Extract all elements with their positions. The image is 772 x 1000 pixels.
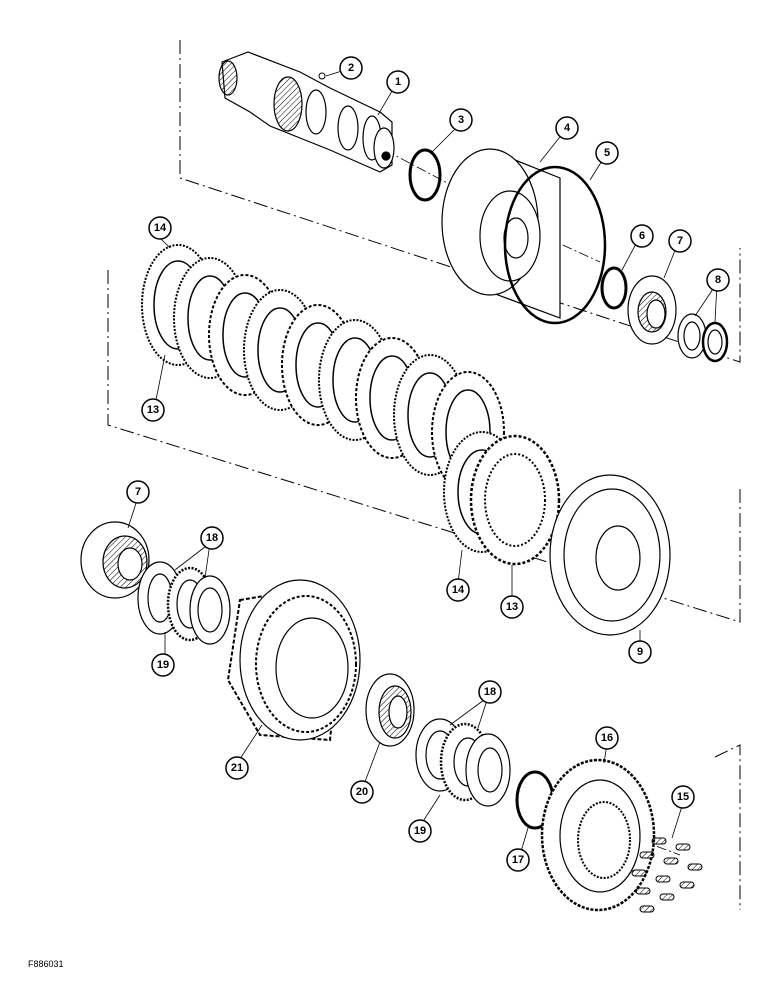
callout-7-top: 7 <box>668 229 692 253</box>
assembly-box-clutch-pack <box>107 270 741 623</box>
svg-text:20: 20 <box>356 786 368 798</box>
ring-gear <box>226 579 361 742</box>
figure-code: F886031 <box>28 959 64 969</box>
callout-13-lower: 13 <box>500 595 524 619</box>
svg-text:18: 18 <box>484 686 496 698</box>
needle-bearing <box>365 673 415 747</box>
bearing-top <box>627 275 677 345</box>
svg-text:1: 1 <box>395 76 401 88</box>
svg-text:3: 3 <box>458 114 464 126</box>
assembly-box-planetary <box>714 744 741 910</box>
callout-14-lower: 14 <box>446 578 470 602</box>
callout-19-right: 19 <box>408 819 432 843</box>
bearing-races <box>677 313 729 363</box>
piston <box>441 148 561 319</box>
leader-lines <box>127 69 718 856</box>
callout-19-left: 19 <box>151 653 175 677</box>
svg-text:7: 7 <box>135 486 141 498</box>
svg-text:5: 5 <box>604 147 610 159</box>
svg-text:19: 19 <box>157 659 169 671</box>
clutch-drum <box>549 474 671 636</box>
svg-text:9: 9 <box>637 646 643 658</box>
callout-18-right: 18 <box>478 680 502 704</box>
callouts: 1 2 3 4 5 6 7 8 <box>126 56 730 872</box>
input-shaft <box>218 51 395 173</box>
callout-9: 9 <box>628 640 652 664</box>
svg-text:2: 2 <box>348 62 354 74</box>
thrust-bearing-right <box>415 718 511 807</box>
callout-16: 16 <box>595 726 619 750</box>
callout-6: 6 <box>630 224 654 248</box>
callout-13-top: 13 <box>141 398 165 422</box>
bearing-lower <box>80 521 150 599</box>
svg-text:19: 19 <box>414 825 426 837</box>
check-ball <box>318 72 326 80</box>
callout-3: 3 <box>449 108 473 132</box>
callout-7-lower: 7 <box>126 480 150 504</box>
svg-text:13: 13 <box>147 404 159 416</box>
svg-text:13: 13 <box>506 601 518 613</box>
svg-text:14: 14 <box>154 222 167 234</box>
svg-text:8: 8 <box>715 274 721 286</box>
callout-15: 15 <box>671 785 695 809</box>
svg-text:4: 4 <box>564 122 571 134</box>
svg-text:14: 14 <box>452 584 465 596</box>
thrust-bearing-left <box>137 561 231 645</box>
callout-21: 21 <box>225 756 249 780</box>
svg-text:15: 15 <box>677 791 689 803</box>
callout-5: 5 <box>595 141 619 165</box>
callout-1: 1 <box>386 70 410 94</box>
svg-text:18: 18 <box>206 532 218 544</box>
callout-18-left: 18 <box>200 526 224 550</box>
callout-4: 4 <box>555 116 579 140</box>
svg-text:7: 7 <box>677 235 683 247</box>
piston-seal-ring <box>503 165 607 325</box>
svg-text:17: 17 <box>512 854 524 866</box>
callout-20: 20 <box>350 780 374 804</box>
seal-ring <box>408 148 442 202</box>
svg-text:6: 6 <box>639 230 645 242</box>
svg-text:16: 16 <box>601 732 613 744</box>
svg-text:21: 21 <box>231 762 243 774</box>
callout-17: 17 <box>506 848 530 872</box>
clutch-disk-stack <box>141 244 561 566</box>
callout-2: 2 <box>339 56 363 80</box>
hub-seal <box>600 266 628 310</box>
clutch-hub <box>540 758 656 912</box>
callout-8: 8 <box>706 268 730 292</box>
callout-14-top: 14 <box>148 216 172 240</box>
return-springs <box>631 837 703 913</box>
